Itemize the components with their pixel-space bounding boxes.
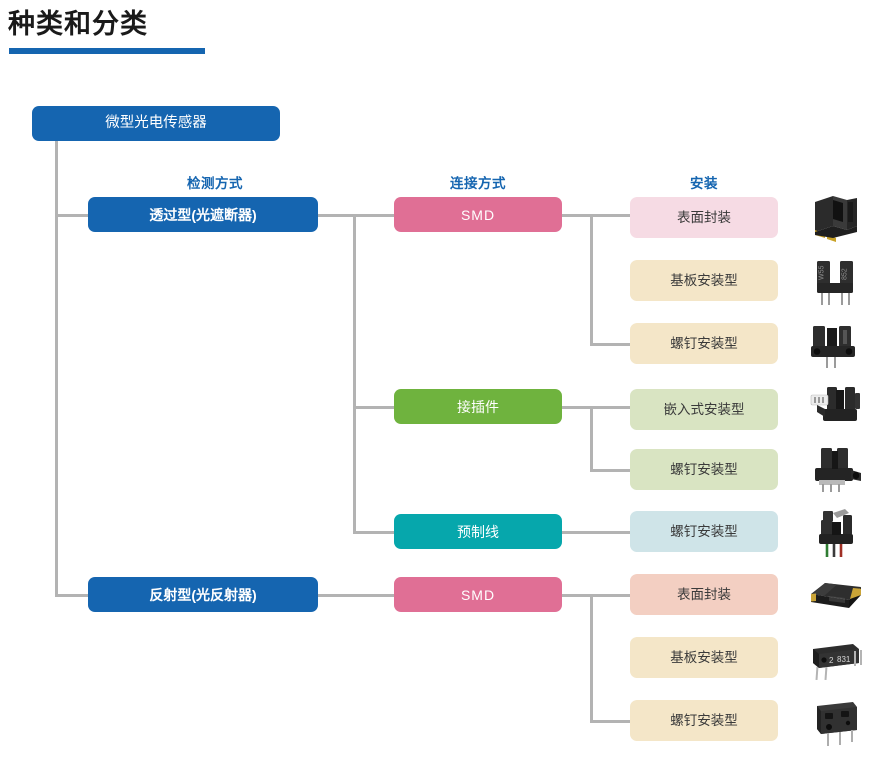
product-photo-photo-interrupter-connector-embedded (803, 381, 869, 433)
page-title: 种类和分类 (8, 9, 148, 39)
node-mounting-screw-smd-transmissive[interactable]: 螺钉安装型 (630, 323, 778, 364)
node-mounting-surface-smd-transmissive[interactable]: 表面封装 (630, 197, 778, 238)
node-connection-smd-reflective[interactable]: SMD (394, 577, 562, 612)
node-connection-connector[interactable]: 接插件 (394, 389, 562, 424)
node-mounting-surface-smd-reflective[interactable]: 表面封装 (630, 574, 778, 615)
product-photo-photo-interrupter-connector-screw (803, 444, 869, 496)
connector-trunk-to-connector (353, 406, 394, 409)
connector-trunk-to-cable (353, 531, 394, 534)
connector-smd2-to-screw (590, 720, 630, 723)
connector-smd2-trunk (590, 594, 593, 722)
node-mounting-screw-connector[interactable]: 螺钉安装型 (630, 449, 778, 490)
product-photo-photo-reflector-screw (803, 696, 869, 748)
product-photo-photo-reflector-smd (803, 570, 869, 622)
connector-reflective-out (318, 594, 394, 597)
column-header-mounting: 安装 (690, 176, 718, 191)
node-connection-smd-transmissive[interactable]: SMD (394, 197, 562, 232)
svg-text:831: 831 (837, 655, 851, 664)
node-mounting-screw-smd-reflective[interactable]: 螺钉安装型 (630, 700, 778, 741)
title-underline-rule (9, 48, 205, 54)
node-type-transmissive[interactable]: 透过型(光遮断器) (88, 197, 318, 232)
connector-transmissive-out (318, 214, 394, 217)
connector-root-to-reflective (55, 594, 88, 597)
node-mounting-embedded-connector[interactable]: 嵌入式安装型 (630, 389, 778, 430)
node-type-reflective[interactable]: 反射型(光反射器) (88, 577, 318, 612)
connector-smd2-out (562, 594, 630, 597)
node-root-micro-photosensor[interactable]: 微型光电传感器 (32, 106, 280, 141)
product-photo-photo-interrupter-through-hole: W55 852 (803, 255, 869, 307)
connector-conn-to-screw (590, 469, 630, 472)
connector-smd1-trunk (590, 214, 593, 345)
node-connection-cable[interactable]: 预制线 (394, 514, 562, 549)
svg-text:W55: W55 (819, 266, 826, 281)
connector-root-trunk (55, 140, 58, 597)
connector-conn-trunk (590, 406, 593, 472)
node-mounting-screw-cable[interactable]: 螺钉安装型 (630, 511, 778, 552)
node-mounting-board-smd-transmissive[interactable]: 基板安装型 (630, 260, 778, 301)
node-mounting-board-smd-reflective[interactable]: 基板安装型 (630, 637, 778, 678)
connector-cable-out (562, 531, 630, 534)
product-photo-photo-interrupter-cable-screw (803, 507, 869, 559)
svg-text:852: 852 (842, 268, 849, 280)
connector-smd1-to-screw (590, 343, 630, 346)
column-header-connection: 连接方式 (450, 176, 506, 191)
product-photo-photo-interrupter-screw (803, 318, 869, 370)
product-photo-photo-interrupter-smd (803, 192, 869, 244)
product-photo-photo-reflector-through-hole: 2 831 (803, 633, 869, 685)
svg-text:2: 2 (829, 656, 834, 665)
connector-smd1-out (562, 214, 630, 217)
connector-transmissive-trunk (353, 214, 356, 533)
connector-conn-out (562, 406, 630, 409)
column-header-detection: 检测方式 (187, 176, 243, 191)
